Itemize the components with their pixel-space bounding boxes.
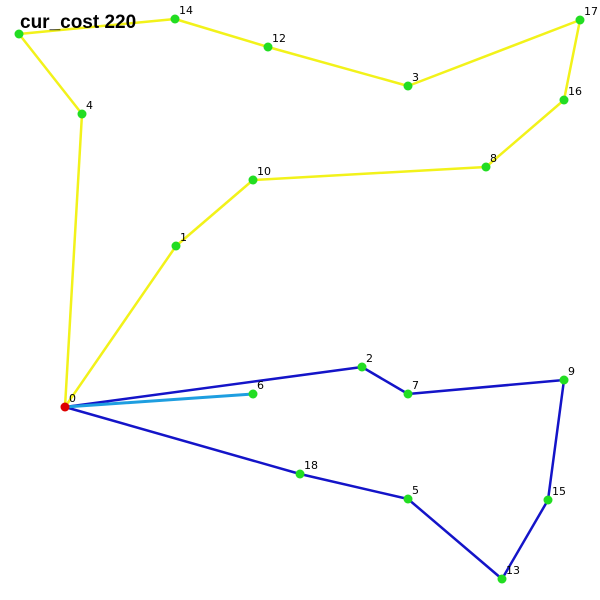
- edges-layer: [17, 17, 582, 581]
- route-b-edge-0-2: [63, 365, 364, 409]
- route-b-edge-7-9: [406, 378, 566, 396]
- node-3: [403, 81, 413, 91]
- node-18: [295, 469, 305, 479]
- route-b-edge-13-5: [406, 497, 504, 581]
- node-label-4: 4: [86, 99, 93, 112]
- route-a-edge-4-0: [63, 112, 84, 409]
- node-label-0: 0: [69, 392, 76, 405]
- node-13: [497, 574, 507, 584]
- node-label-3: 3: [412, 71, 419, 84]
- route-b-edge-9-15: [546, 378, 566, 502]
- route-a-edge-3-12: [266, 45, 410, 88]
- node-label-7: 7: [412, 379, 419, 392]
- node-label-10: 10: [257, 165, 271, 178]
- node-1: [171, 241, 181, 251]
- route-a-edge-0-1: [63, 244, 178, 409]
- depot-node: [60, 402, 70, 412]
- route-a-edge-12-14: [173, 17, 270, 49]
- route-b-edge-2-7: [360, 365, 410, 396]
- node-label-17: 17: [584, 5, 598, 18]
- active-edge-0-6: [63, 392, 255, 409]
- node-4: [77, 109, 87, 119]
- node-12: [263, 42, 273, 52]
- node-6: [248, 389, 258, 399]
- nodes-layer: [14, 14, 585, 584]
- route-a-edge-17-3: [406, 18, 582, 88]
- route-a-edge-19-4: [17, 32, 84, 116]
- route-a-edge-10-8: [251, 165, 488, 182]
- node-label-2: 2: [366, 352, 373, 365]
- node-17: [575, 15, 585, 25]
- node-label-8: 8: [490, 152, 497, 165]
- route-b-edge-18-0: [63, 405, 302, 476]
- node-2: [357, 362, 367, 372]
- node-7: [403, 389, 413, 399]
- node-5: [403, 494, 413, 504]
- node-label-5: 5: [412, 484, 419, 497]
- route-b-edge-15-13: [500, 498, 550, 581]
- node-label-14: 14: [179, 4, 193, 17]
- node-16: [559, 95, 569, 105]
- node-label-12: 12: [272, 32, 286, 45]
- node-label-9: 9: [568, 365, 575, 378]
- node-10: [248, 175, 258, 185]
- node-19: [14, 29, 24, 39]
- current-cost-label: cur_cost 220: [20, 12, 137, 33]
- node-label-1: 1: [180, 231, 187, 244]
- node-label-16: 16: [568, 85, 582, 98]
- node-label-15: 15: [552, 485, 566, 498]
- node-label-18: 18: [304, 459, 318, 472]
- node-8: [481, 162, 491, 172]
- route-a-edge-1-10: [174, 178, 255, 248]
- node-label-6: 6: [257, 379, 264, 392]
- route-b-edge-5-18: [298, 472, 410, 501]
- node-15: [543, 495, 553, 505]
- node-14: [170, 14, 180, 24]
- node-9: [559, 375, 569, 385]
- route-a-edge-8-16: [484, 98, 566, 169]
- route-a-edge-14-19: [17, 17, 177, 36]
- route-a-edge-16-17: [562, 18, 582, 102]
- node-label-13: 13: [506, 564, 520, 577]
